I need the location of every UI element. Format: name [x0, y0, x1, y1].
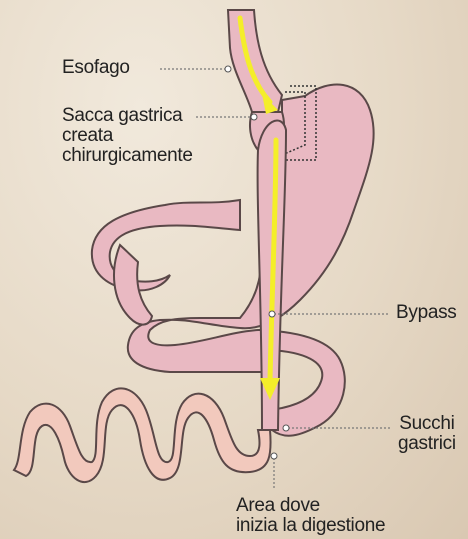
- marker-succhi: [283, 425, 289, 431]
- label-sacca-line1: Sacca gastrica: [62, 106, 193, 126]
- label-succhi-gastrici: Succhi gastrici: [398, 414, 456, 454]
- marker-area: [271, 453, 277, 459]
- marker-sacca: [251, 114, 257, 120]
- label-area-line1: Area dove: [236, 496, 385, 516]
- label-succhi-line2: gastrici: [398, 434, 456, 454]
- label-area-line2: inizia la digestione: [236, 516, 385, 536]
- label-area-digestione: Area dove inizia la digestione: [236, 496, 385, 536]
- marker-bypass: [269, 311, 275, 317]
- label-bypass: Bypass: [396, 303, 457, 323]
- label-succhi-line1: Succhi: [398, 414, 456, 434]
- small-intestine: [14, 388, 271, 482]
- label-esofago: Esofago: [62, 58, 130, 78]
- label-sacca-gastrica: Sacca gastrica creata chirurgicamente: [62, 106, 193, 166]
- label-sacca-line3: chirurgicamente: [62, 146, 193, 166]
- esophagus: [228, 10, 282, 112]
- marker-esofago: [225, 66, 231, 72]
- label-sacca-line2: creata: [62, 126, 193, 146]
